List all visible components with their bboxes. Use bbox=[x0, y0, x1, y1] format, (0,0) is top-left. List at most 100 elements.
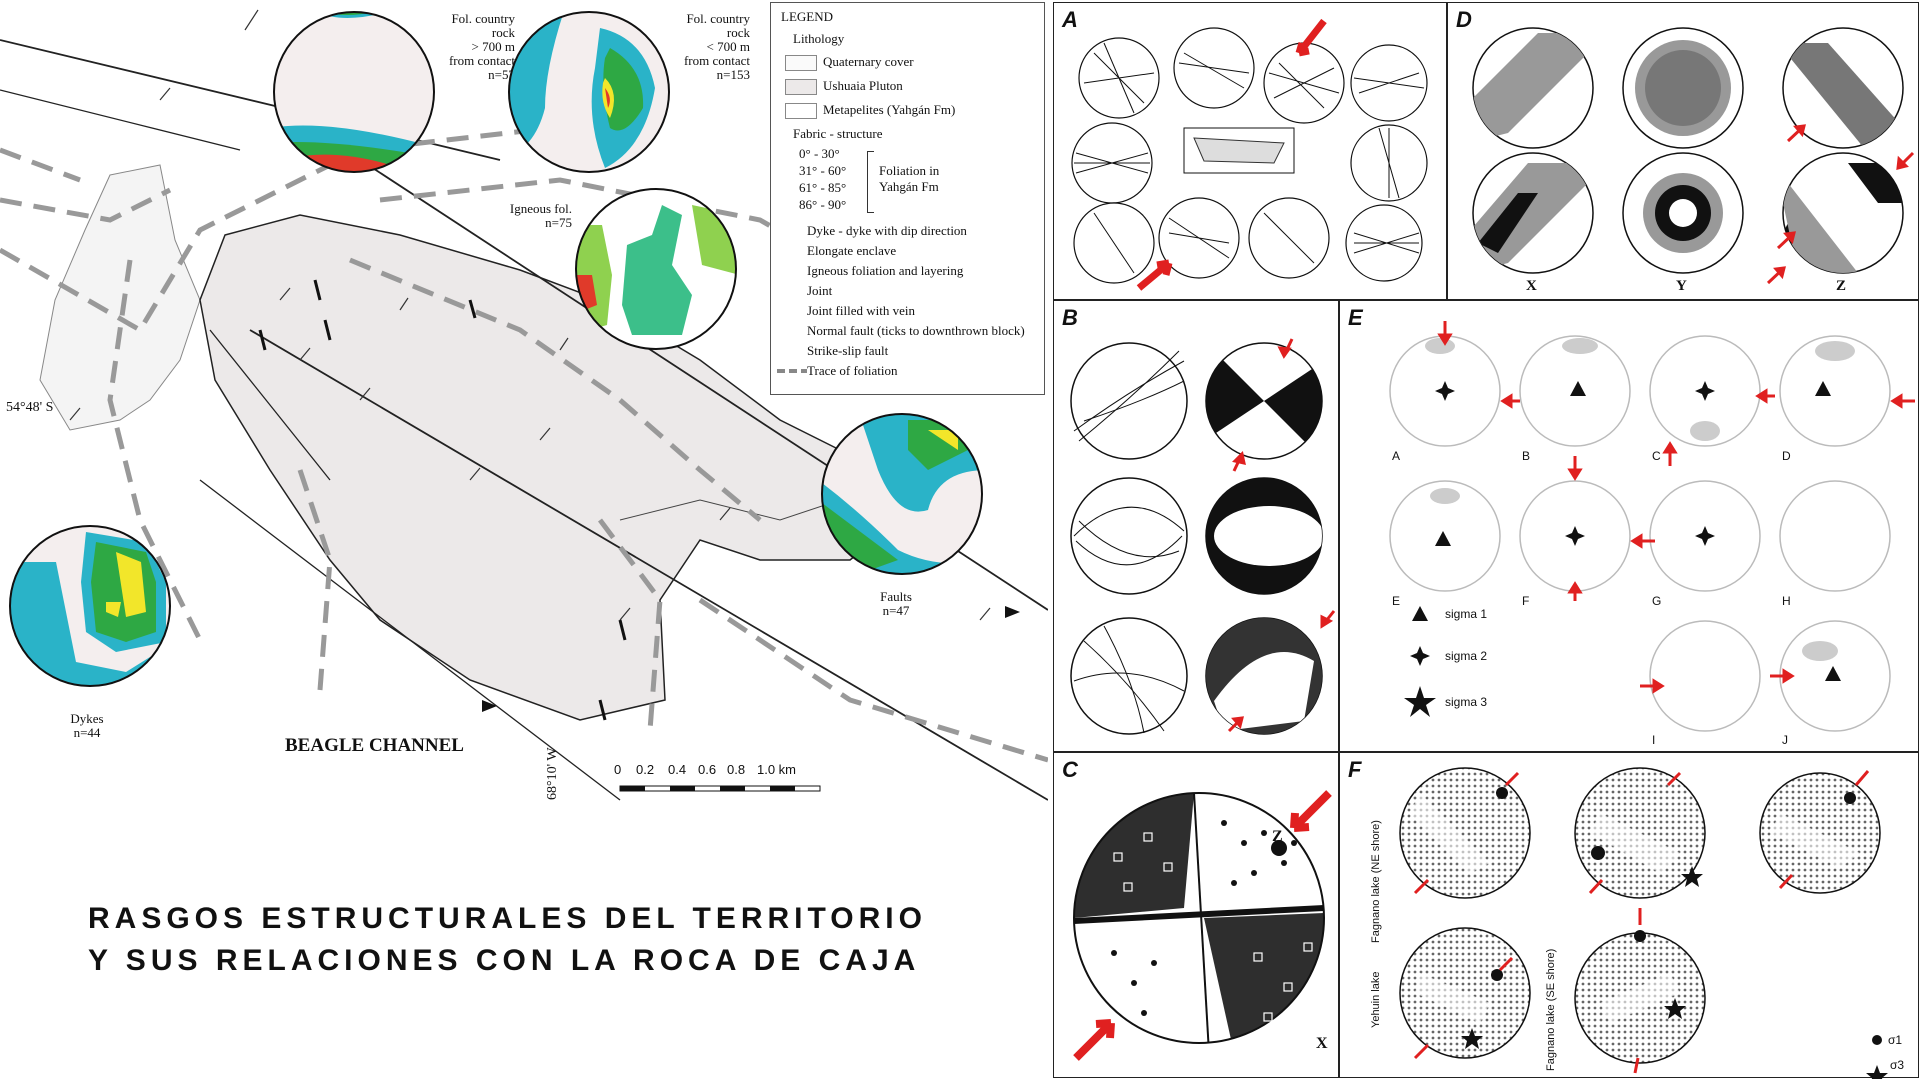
net-label: D bbox=[1782, 449, 1791, 463]
panel-f-stereonets bbox=[1399, 767, 1888, 1079]
panel-a-rose-diagrams bbox=[1071, 18, 1428, 291]
igneous-label: Igneous fol. bbox=[509, 201, 572, 216]
swatch-pluton bbox=[785, 79, 817, 95]
axis-y-label: Y bbox=[1676, 278, 1687, 294]
stereonet-faults-label: Faults n=47 bbox=[870, 590, 922, 618]
panel-c-stereonet bbox=[1073, 790, 1332, 1061]
legend-item: Trace of foliation bbox=[807, 363, 898, 378]
title-line-1: RASGOS ESTRUCTURALES DEL TERRITORIO bbox=[88, 902, 927, 935]
legend-title: LEGEND bbox=[781, 9, 833, 24]
net-label: F bbox=[1522, 594, 1530, 608]
legend-item: Normal fault (ticks to downthrown block) bbox=[807, 323, 1025, 338]
scale-tick: 0.6 bbox=[698, 762, 717, 777]
legend-item: Dyke - dyke with dip direction bbox=[807, 223, 967, 238]
sigma1-f-legend: σ1 bbox=[1888, 1033, 1903, 1047]
sigma3-f-legend: σ3 bbox=[1890, 1058, 1905, 1072]
x-label: X bbox=[1316, 1035, 1328, 1052]
scale-tick: 0.4 bbox=[668, 762, 687, 777]
panel-letter-d: D bbox=[1456, 7, 1472, 32]
trace-symbol bbox=[777, 369, 807, 373]
panel-letter-a: A bbox=[1062, 7, 1078, 32]
net-label: C bbox=[1652, 449, 1661, 463]
title-line-2: Y SUS RELACIONES CON LA ROCA DE CAJA bbox=[88, 944, 921, 977]
far-n: n=57 bbox=[488, 67, 515, 82]
stereonet-igneous bbox=[575, 188, 737, 350]
panel-f: F Fagnano lake (NE s bbox=[1339, 752, 1919, 1079]
scale-tick: 0.8 bbox=[727, 762, 746, 777]
lake-label-yehuin: Yehuin lake bbox=[1370, 971, 1382, 1028]
net-label: E bbox=[1392, 594, 1401, 608]
scale-tick: 0.2 bbox=[636, 762, 655, 777]
stereonet-dykes-label: Dykes n=44 bbox=[62, 712, 112, 740]
axis-x-label: X bbox=[1526, 278, 1537, 294]
axis-z-label: Z bbox=[1836, 278, 1847, 294]
main-title: RASGOS ESTRUCTURALES DEL TERRITORIO Y SU… bbox=[88, 898, 927, 982]
panel-c: C Z X bbox=[1053, 752, 1339, 1078]
far-distance: > 700 m bbox=[471, 39, 515, 54]
panel-b-stereonets bbox=[1070, 338, 1336, 735]
fol-range-4: 86° - 90° bbox=[799, 197, 847, 212]
dykes-label: Dykes bbox=[70, 711, 104, 726]
scale-tick: 0 bbox=[614, 762, 622, 777]
net-label: G bbox=[1652, 594, 1662, 608]
legend-item: Igneous foliation and layering bbox=[807, 263, 964, 278]
legend-item: Joint bbox=[807, 283, 833, 298]
scale-tick: 1.0 km bbox=[757, 762, 797, 777]
channel-label: BEAGLE CHANNEL bbox=[285, 735, 464, 756]
panel-letter-e: E bbox=[1348, 305, 1363, 330]
stereonet-igneous-label: Igneous fol. n=75 bbox=[492, 202, 572, 230]
stereonet-faults bbox=[821, 413, 983, 575]
stereonet-far bbox=[273, 11, 435, 173]
net-label: H bbox=[1782, 594, 1791, 608]
net-label: B bbox=[1522, 449, 1531, 463]
stereonet-far-label: Fol. country rock > 700 m from contact n… bbox=[435, 12, 515, 82]
legend-item: Strike-slip fault bbox=[807, 343, 889, 358]
z-label: Z bbox=[1272, 828, 1283, 845]
faults-label: Faults bbox=[880, 589, 912, 604]
fol-range-2: 31° - 60° bbox=[799, 163, 847, 178]
panel-d-contour-nets bbox=[1472, 27, 1915, 285]
lake-label-fagnano-se: Fagnano lake (SE shore) bbox=[1545, 948, 1557, 1071]
scale-bar bbox=[619, 785, 821, 792]
stereonet-near bbox=[508, 11, 670, 173]
legend-pluton: Ushuaia Pluton bbox=[823, 78, 903, 93]
panel-letter-c: C bbox=[1062, 757, 1078, 782]
panel-letter-b: B bbox=[1062, 305, 1078, 330]
fol-range-3: 61° - 85° bbox=[799, 180, 847, 195]
scale-ticks: 0 0.2 0.4 0.6 0.8 1.0 km bbox=[614, 762, 844, 778]
latitude-label: 54°48' S bbox=[6, 400, 54, 415]
legend: LEGEND Lithology Quaternary cover Ushuai… bbox=[770, 2, 1045, 395]
panel-b: B bbox=[1053, 300, 1339, 752]
sigma1-legend: sigma 1 bbox=[1445, 607, 1488, 621]
stereonet-near-label: Fol. country rock < 700 m from contact n… bbox=[668, 12, 750, 82]
far-label: Fol. country rock bbox=[451, 11, 515, 40]
stereonet-dykes bbox=[9, 525, 171, 687]
sigma2-legend: sigma 2 bbox=[1445, 649, 1488, 663]
legend-quaternary: Quaternary cover bbox=[823, 54, 914, 69]
net-label: A bbox=[1392, 449, 1401, 463]
swatch-metapelites bbox=[785, 103, 817, 119]
fol-bracket bbox=[867, 151, 874, 213]
longitude-label: 68°10' W bbox=[545, 747, 560, 800]
near-label: Fol. country rock bbox=[686, 11, 750, 40]
legend-item: Elongate enclave bbox=[807, 243, 897, 258]
panel-d: D X Y Z bbox=[1447, 2, 1919, 300]
legend-fabric: Fabric - structure bbox=[793, 126, 883, 141]
dykes-n: n=44 bbox=[73, 725, 101, 740]
panel-e-paleostress-nets bbox=[1389, 321, 1915, 732]
net-label: I bbox=[1652, 733, 1656, 747]
near-from-contact: from contact bbox=[683, 53, 750, 68]
near-n: n=153 bbox=[716, 67, 750, 82]
legend-metapelites: Metapelites (Yahgán Fm) bbox=[823, 102, 956, 117]
fol-caption: Foliation in Yahgán Fm bbox=[879, 163, 940, 194]
sigma3-legend: sigma 3 bbox=[1445, 695, 1488, 709]
panel-a: A bbox=[1053, 2, 1447, 300]
legend-lithology: Lithology bbox=[793, 31, 845, 46]
swatch-quaternary bbox=[785, 55, 817, 71]
fol-range-1: 0° - 30° bbox=[799, 146, 840, 161]
far-from-contact: from contact bbox=[448, 53, 515, 68]
igneous-n: n=75 bbox=[545, 215, 572, 230]
faults-n: n=47 bbox=[882, 603, 910, 618]
net-label: J bbox=[1782, 733, 1788, 747]
panel-e: E bbox=[1339, 300, 1919, 752]
